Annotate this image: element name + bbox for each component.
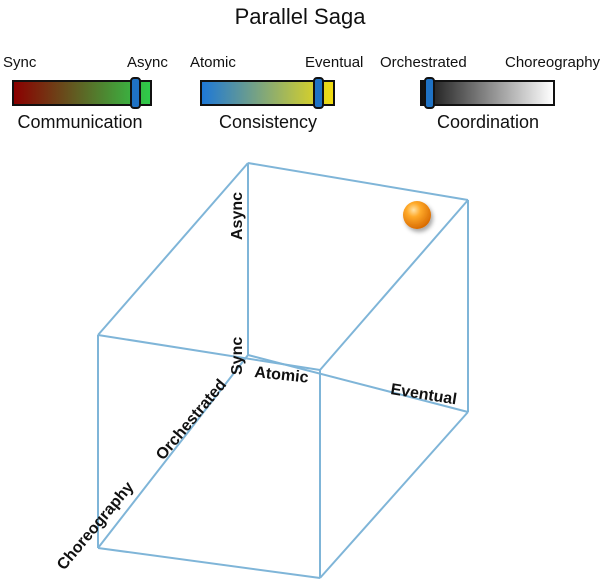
consistency-gradient-bar <box>200 80 335 106</box>
axis-label-sync: Sync <box>229 337 246 375</box>
coordination-gradient-bar <box>420 80 555 106</box>
consistency-left-label: Atomic <box>190 54 236 71</box>
axis-label-orchestrated: Orchestrated <box>153 376 230 463</box>
axis-label-atomic: Atomic <box>254 364 310 387</box>
consistency-caption: Consistency <box>218 112 318 132</box>
diagram-title: Parallel Saga <box>234 4 366 29</box>
axis-label-choreography: Choreography <box>54 479 137 574</box>
cube-edge-back-top <box>247 162 469 201</box>
axis-label-eventual: Eventual <box>389 381 458 408</box>
communication-left-label: Sync <box>3 54 37 71</box>
communication-gradient-bar <box>12 80 152 106</box>
coordination-caption: Coordination <box>436 112 540 132</box>
consistency-slider-handle <box>313 77 325 109</box>
cube-edge-front-top <box>97 334 321 371</box>
cube-edge-front-bottom <box>97 547 321 579</box>
communication-caption: Communication <box>17 112 143 132</box>
saga-position-marker <box>403 201 431 229</box>
communication-right-label: Async <box>127 54 168 71</box>
cube-edge-depth-top-left <box>97 162 249 336</box>
coordination-left-label: Orchestrated <box>380 54 467 71</box>
cube-edge-depth-bottom-right <box>319 411 469 579</box>
axis-label-async: Async <box>229 192 246 240</box>
cube-edge-depth-top-right <box>319 199 469 371</box>
coordination-right-label: Choreography <box>505 54 600 71</box>
communication-slider-handle <box>129 77 141 109</box>
cube-edge-depth-bottom-left <box>97 354 249 549</box>
consistency-right-label: Eventual <box>305 54 364 71</box>
coordination-slider-handle <box>423 77 435 109</box>
